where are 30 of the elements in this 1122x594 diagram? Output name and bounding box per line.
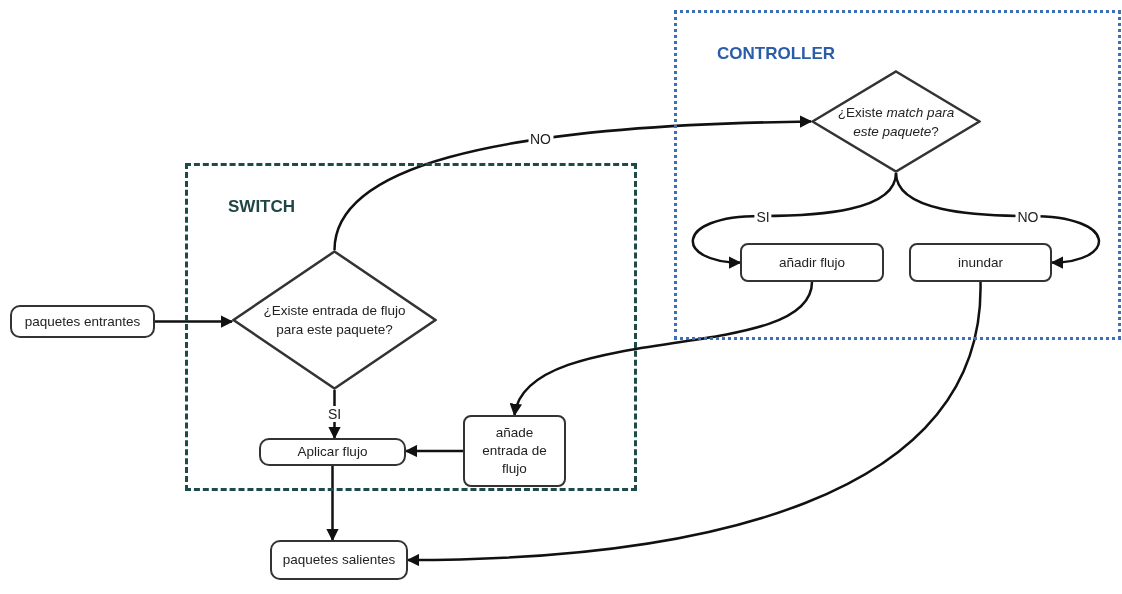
arrow <box>406 281 982 567</box>
arrow <box>512 281 814 417</box>
box-label: Aplicar flujo <box>296 443 369 461</box>
terminal-box <box>270 540 408 580</box>
terminal-box <box>259 438 406 466</box>
decision-diamond <box>811 70 981 173</box>
arrow <box>894 172 1100 269</box>
box-label: inundar <box>956 253 1004 272</box>
arrow <box>333 115 813 251</box>
group-title: CONTROLLER <box>717 43 836 65</box>
box-label: paquetes salientes <box>281 551 397 569</box>
decision-text: ¿Existe match para este paquete? <box>837 103 955 141</box>
group-container <box>674 10 1121 340</box>
group-container <box>185 163 637 491</box>
arrow <box>155 315 234 328</box>
terminal-box <box>10 305 155 338</box>
edge-label: NO <box>1015 209 1041 225</box>
group-title: SWITCH <box>228 196 296 218</box>
process-box <box>463 415 566 487</box>
decision-text: ¿Existe entrada de flujo para este paquete? <box>262 302 407 339</box>
edge-label: SI <box>754 209 772 225</box>
decision-diamond <box>232 250 437 390</box>
box-label: añadir flujo <box>777 253 846 272</box>
process-box <box>909 243 1052 282</box>
box-label: añade entrada de flujo <box>481 424 548 478</box>
arrow <box>691 172 898 269</box>
arrow <box>404 444 463 458</box>
process-box <box>740 243 884 282</box>
box-label: paquetes entrantes <box>23 312 142 331</box>
arrow <box>326 466 339 542</box>
